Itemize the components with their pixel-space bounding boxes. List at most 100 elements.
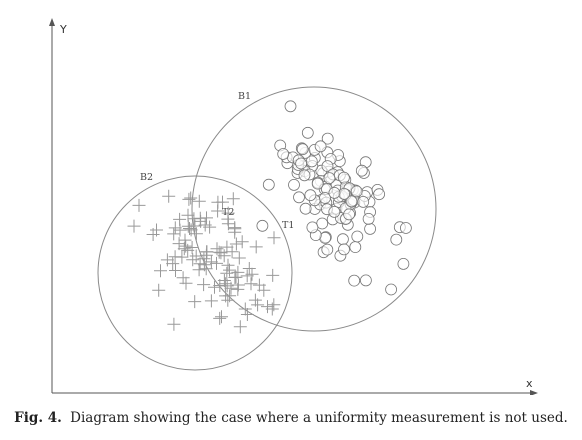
circle-marker <box>321 160 334 173</box>
circle-marker <box>305 155 318 168</box>
x-axis-arrow-icon <box>530 390 538 395</box>
plus-marker <box>244 277 258 291</box>
plus-marker <box>166 257 180 271</box>
circle-marker <box>355 164 368 177</box>
circle-marker <box>301 126 314 139</box>
plus-marker <box>203 220 217 234</box>
plus-marker <box>204 294 218 308</box>
cluster-2-points <box>127 189 281 334</box>
plus-marker <box>199 262 213 276</box>
circle-marker <box>328 186 341 199</box>
cluster-1-points <box>256 100 412 296</box>
plus-marker <box>266 268 280 282</box>
plus-marker <box>231 265 245 279</box>
region-labels: B1 T1 B2 T2 <box>140 91 294 231</box>
plus-marker <box>167 227 181 241</box>
plus-marker <box>204 255 218 269</box>
plus-marker <box>216 195 229 209</box>
figure-caption: Fig. 4. Diagram showing the case where a… <box>0 410 582 426</box>
plus-marker <box>193 211 207 225</box>
circle-marker <box>293 191 305 204</box>
plus-marker <box>232 251 246 265</box>
circle-marker <box>351 230 364 243</box>
figure-number: Fig. 4. <box>14 410 62 426</box>
circle-marker <box>399 222 412 234</box>
plus-marker <box>167 317 181 331</box>
circle-marker <box>345 195 358 208</box>
circle-marker <box>284 100 297 113</box>
circle-marker <box>319 192 331 204</box>
plus-marker <box>220 266 234 280</box>
y-axis-arrow-icon <box>49 18 55 26</box>
plus-marker <box>240 308 254 321</box>
circle-marker <box>338 243 350 256</box>
plus-marker <box>228 271 242 284</box>
plus-marker <box>223 263 236 277</box>
plus-marker <box>127 219 141 233</box>
plus-marker <box>154 264 167 278</box>
plus-marker <box>186 253 200 267</box>
plus-marker <box>238 302 252 316</box>
circle-marker <box>364 222 377 235</box>
plus-marker <box>214 246 228 260</box>
figure-caption-text: Diagram showing the case where a uniform… <box>70 410 568 426</box>
centroid-label-t2: T2 <box>222 207 234 218</box>
plus-marker <box>231 278 245 292</box>
axes: Y x <box>49 18 538 395</box>
circle-marker <box>323 172 336 185</box>
circle-marker <box>304 189 317 202</box>
plus-marker <box>177 242 191 256</box>
circle-marker <box>397 257 410 270</box>
plus-marker <box>160 253 174 267</box>
plus-marker <box>197 278 211 292</box>
plus-marker <box>162 189 176 203</box>
circle-marker <box>321 243 334 256</box>
plus-marker <box>224 281 238 295</box>
circle-marker <box>262 178 275 191</box>
circle-marker <box>311 177 324 190</box>
plus-marker <box>249 240 263 254</box>
circle-marker <box>373 188 386 201</box>
plus-marker <box>208 280 221 294</box>
circle-marker <box>321 132 334 145</box>
plus-marker <box>178 233 192 247</box>
circle-marker <box>299 202 312 215</box>
circle-marker <box>343 208 356 221</box>
plus-marker <box>181 219 195 233</box>
circle-marker <box>337 171 350 184</box>
plus-marker <box>183 222 196 235</box>
plus-marker <box>168 221 182 235</box>
plus-marker <box>192 263 206 277</box>
plus-marker <box>176 271 190 285</box>
plus-marker <box>213 279 227 292</box>
circle-marker <box>359 274 372 287</box>
plus-marker <box>184 191 198 205</box>
plus-marker <box>210 256 223 270</box>
plus-marker <box>181 208 195 222</box>
circle-marker <box>349 241 362 254</box>
plus-marker <box>228 221 242 235</box>
diagram-canvas: Y x B1 T1 B2 T2 <box>49 18 538 395</box>
plus-marker <box>210 242 224 256</box>
plus-marker <box>213 311 227 325</box>
circle-marker <box>350 185 363 198</box>
boundary-label-b2: B2 <box>140 172 153 183</box>
circle-marker <box>298 169 311 182</box>
y-axis-label: Y <box>59 23 67 36</box>
plus-marker <box>179 276 193 290</box>
plus-marker <box>132 198 146 212</box>
plus-marker <box>226 192 240 206</box>
circle-marker <box>385 283 398 296</box>
boundary-circle-b2 <box>97 175 293 371</box>
plus-marker <box>189 249 203 263</box>
plus-marker <box>220 240 234 254</box>
circle-marker <box>338 187 351 200</box>
plus-marker <box>242 262 256 275</box>
circle-marker <box>288 178 300 191</box>
plus-marker <box>257 283 271 297</box>
circle-marker <box>348 274 361 287</box>
circle-marker <box>256 219 269 232</box>
plus-marker <box>245 267 259 281</box>
plus-marker <box>169 264 182 277</box>
cluster-boundaries <box>97 86 437 371</box>
